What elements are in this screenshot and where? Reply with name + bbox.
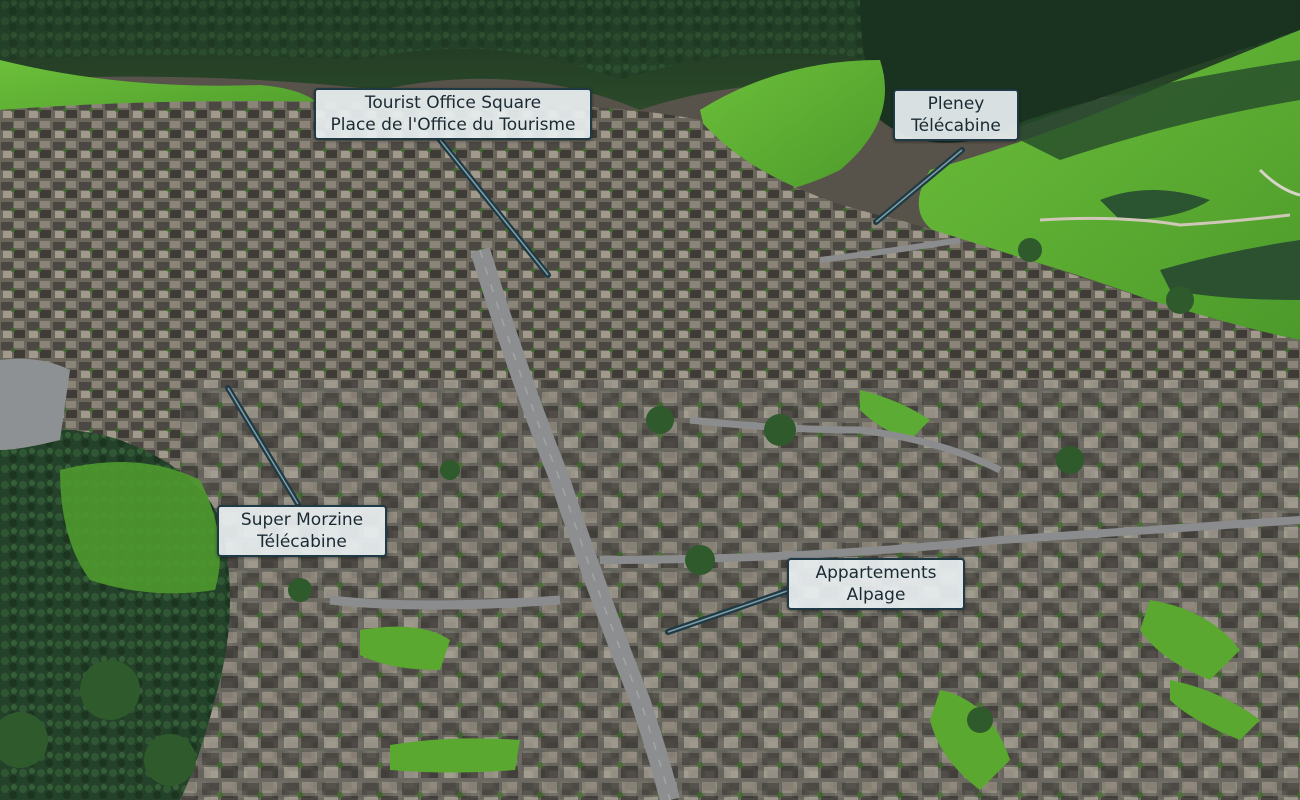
side-road [329, 595, 561, 610]
leader-line-highlight [667, 589, 791, 633]
label-line: Alpage [846, 585, 906, 605]
label-line: Pleney [927, 94, 985, 114]
side-road [599, 516, 1300, 564]
label-line: Télécabine [911, 116, 1001, 136]
ski-path [1039, 213, 1291, 227]
label-alpage: Appartements Alpage [787, 558, 965, 610]
label-line: Télécabine [257, 532, 347, 552]
leader-line-highlight [875, 149, 963, 223]
label-tourist-office: Tourist Office Square Place de l'Office … [314, 88, 592, 140]
treeline-right [1000, 60, 1300, 160]
leader-line-highlight [227, 387, 299, 505]
label-line: Super Morzine [240, 510, 364, 530]
garden [930, 690, 1010, 790]
ski-track [1258, 168, 1300, 197]
leader-line-highlight [439, 139, 549, 276]
side-road [689, 416, 1002, 474]
label-line: Appartements [815, 563, 937, 583]
label-line: Place de l'Office du Tourisme [330, 115, 576, 135]
garden [390, 738, 520, 773]
garden [1140, 600, 1240, 680]
label-pleney: Pleney Télécabine [893, 89, 1019, 141]
treeline-lower-right [1160, 240, 1300, 300]
trees [0, 238, 1194, 786]
label-super-morzine: Super Morzine Télécabine [217, 505, 387, 557]
meadow-left [60, 462, 220, 594]
garden [360, 626, 450, 670]
side-road [819, 237, 961, 263]
parking-left [0, 358, 70, 450]
label-line: Tourist Office Square [364, 93, 542, 113]
garden [860, 390, 930, 440]
tree-cluster [1100, 190, 1210, 220]
garden [1170, 680, 1260, 740]
road-marking [479, 249, 671, 800]
town-roofs-foreground [180, 380, 1300, 800]
